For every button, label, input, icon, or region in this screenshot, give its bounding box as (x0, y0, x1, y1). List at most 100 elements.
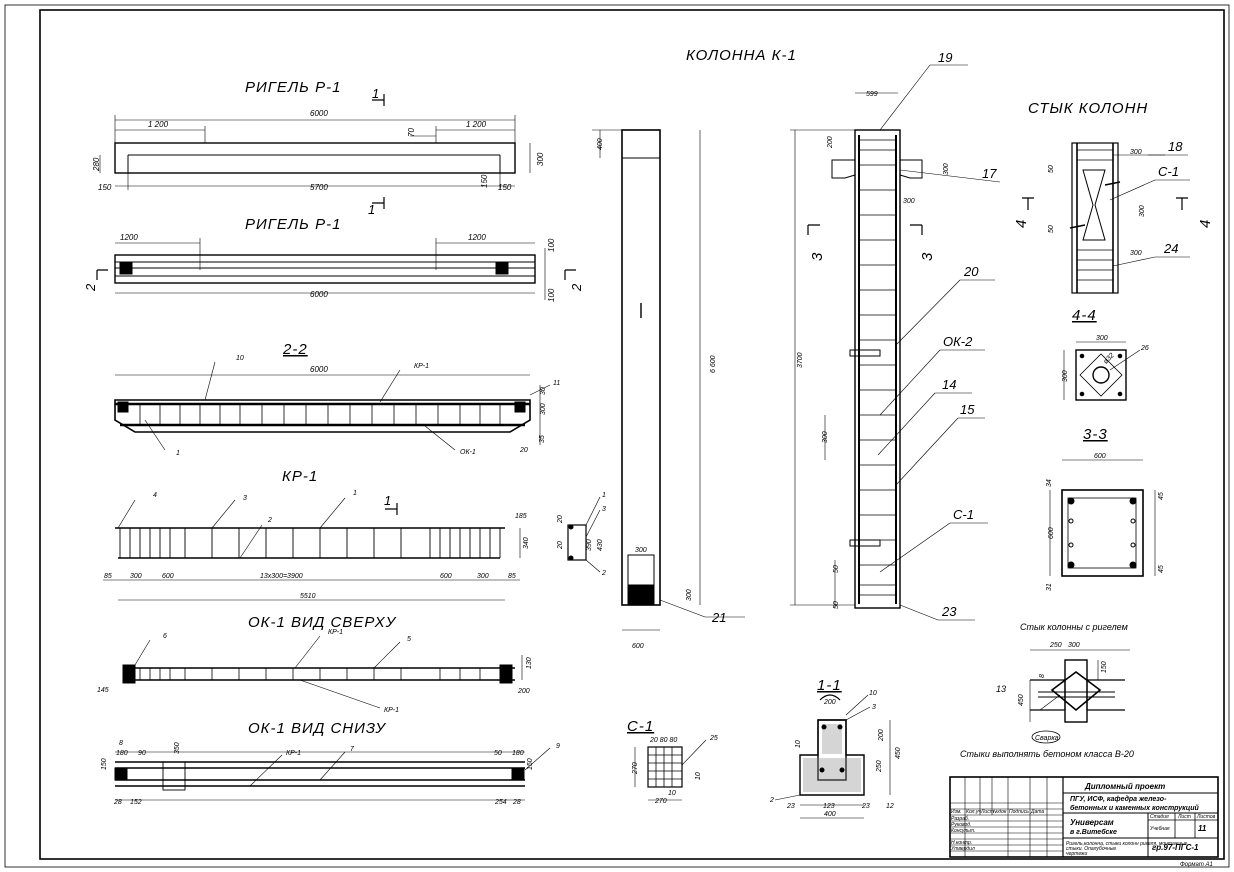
sec11-d23: 23 (786, 803, 795, 810)
rigel-elev-dim-h: 280 (92, 157, 101, 172)
ok1-bot-d180: 180 (116, 750, 128, 757)
sec44-n26: 26 (1140, 345, 1149, 352)
tb-row-5: Дата (1030, 809, 1044, 815)
kr1-n2: 2 (267, 517, 272, 524)
ok1-top-d130: 130 (526, 657, 533, 669)
tb-drawing: Ригель,колонна, стыки колонн ригеля, мон… (1066, 841, 1188, 847)
colarm-n23: 23 (941, 604, 957, 619)
kr1-bar-section: 1 3 2 20 20 390 430 (557, 492, 606, 577)
tb-person-0: Разраб. (951, 816, 969, 822)
bar-d20a: 20 (557, 515, 564, 524)
kr1-view: КР-1 1 4 3 2 1 185 340 85 (103, 468, 530, 601)
c1-d10b: 10 (695, 772, 702, 780)
tb-stage: Учебная (1150, 826, 1170, 832)
c1-title: С-1 (627, 718, 654, 735)
column-joint: СТЫК КОЛОНН 300 18 С-1 300 300 24 50 50 … (1013, 100, 1214, 294)
joint-cut-left: 4 (1013, 219, 1030, 228)
sec33-d45b: 45 (1158, 565, 1165, 573)
colarm-cut-left: 3 (809, 252, 826, 261)
kr1-d-mid: 13x300=3900 (260, 573, 303, 580)
jr-d8: 8 (1039, 674, 1046, 678)
sec11-d10: 10 (795, 740, 802, 748)
sec22-callout-kr: КР-1 (414, 363, 429, 370)
joint-nc1: С-1 (1158, 164, 1179, 179)
colarm-nc1: С-1 (953, 507, 974, 522)
kr1-title: КР-1 (282, 468, 318, 485)
kr1-n4: 4 (153, 492, 157, 499)
rigel-plan-view: РИГЕЛЬ Р-1 1200 1200 6000 100 100 2 2 (83, 216, 584, 302)
tb-drawing2: стыки. Опалубочные (1066, 846, 1116, 852)
kr1-n1: 1 (353, 490, 357, 497)
sec33-d600b: 600 (1048, 527, 1055, 539)
tb-code: гр.97-ПГС-1 (1152, 843, 1199, 852)
sec22-d20: 20 (519, 447, 528, 454)
rigel-plan-dim-100b: 100 (547, 288, 556, 302)
ok1-bot-d150: 150 (101, 758, 108, 770)
jr-d300: 300 (1068, 642, 1080, 649)
rigel-elev-dim-r: 150 (498, 183, 512, 192)
sec11-n10: 10 (869, 690, 877, 697)
sec44-title: 4-4 (1072, 307, 1097, 324)
sec22-n10: 10 (236, 355, 244, 362)
kr1-d185: 185 (515, 513, 527, 520)
colarm-d300b: 300 (903, 198, 915, 205)
tb-sheets-h: Листов (1196, 814, 1216, 820)
ok1-top-d200: 200 (517, 688, 530, 695)
kr1-d340: 340 (523, 537, 530, 549)
colarm-n14: 14 (942, 377, 956, 392)
sec44-dia: ø32 (1102, 352, 1116, 366)
rigel-elev-dim-left: 1 200 (148, 120, 169, 129)
column-elevation: КОЛОННА К-1 I 400 6 600 300 300 600 21 (592, 47, 796, 650)
tb-drawing3: чертежи (1066, 851, 1087, 857)
sec33-d31: 31 (1046, 583, 1053, 591)
ok1-bot-d50: 50 (494, 750, 502, 757)
rigel-plan-cut-left: 2 (83, 283, 98, 292)
column-d600: 600 (632, 643, 644, 650)
ok1-bot-d152: 152 (130, 799, 142, 806)
c1-d270b: 270 (654, 798, 667, 805)
tb-person-3: Н.контр. (951, 840, 972, 846)
column-d300: 300 (635, 547, 647, 554)
tb-project: Дипломный проект (1084, 782, 1165, 791)
bar-n3: 3 (602, 506, 606, 513)
column-d400: 400 (597, 138, 604, 150)
joint-d50: 50 (1048, 165, 1055, 173)
c1-d20: 20 80 80 (649, 737, 677, 744)
colarm-cut-right: 3 (919, 252, 936, 261)
colarm-d3700: 3700 (797, 352, 804, 368)
rigel-elev-dim-total: 6000 (310, 109, 328, 118)
tb-format: Формат А1 (1180, 862, 1213, 868)
ok1-bot-n7: 7 (350, 746, 355, 753)
colarm-d599: 599 (866, 91, 878, 98)
bar-n1: 1 (602, 492, 606, 499)
ok1-top-d145: 145 (97, 687, 109, 694)
sec33-title: 3-3 (1083, 426, 1108, 443)
tb-row-3: №док (993, 809, 1007, 815)
rigel-elev-dim-gap: 70 (407, 128, 416, 137)
rigel-elev-dim-r2: 150 (480, 174, 489, 188)
ok1-bot-d90: 90 (138, 750, 146, 757)
jr-d250: 250 (1049, 642, 1062, 649)
jr-title: Стык колонны с ригелем (1020, 622, 1128, 632)
rigel-elev-dim-h2: 300 (536, 152, 545, 166)
ok1-bot-title: ОК-1 ВИД СНИЗУ (248, 720, 386, 737)
kr1-n3: 3 (243, 495, 247, 502)
c1-d270: 270 (632, 762, 639, 775)
colarm-n17: 17 (982, 166, 997, 181)
ok1-bot-d254: 254 (494, 799, 507, 806)
joint-title: СТЫК КОЛОНН (1028, 100, 1148, 117)
joint-n18: 18 (1168, 139, 1183, 154)
rigel-elev-cut-top: 1 (372, 86, 379, 101)
kr1-d600a: 600 (162, 573, 174, 580)
rigel-plan-dim-left: 1200 (120, 233, 138, 242)
column-d6600: 6 600 (710, 355, 717, 373)
joint-d300c: 300 (1130, 250, 1142, 257)
sec11-d200: 200 (823, 699, 836, 706)
jr-n13: 13 (996, 684, 1006, 694)
ok1-bot-d350: 350 (174, 742, 181, 754)
bar-d390: 390 (586, 539, 593, 551)
colarm-d50: 50 (833, 565, 840, 573)
jr-weld: Сварка (1035, 735, 1059, 742)
tb-person-1: Руковод. (951, 822, 971, 828)
tb-subject: Универсам (1070, 818, 1114, 827)
